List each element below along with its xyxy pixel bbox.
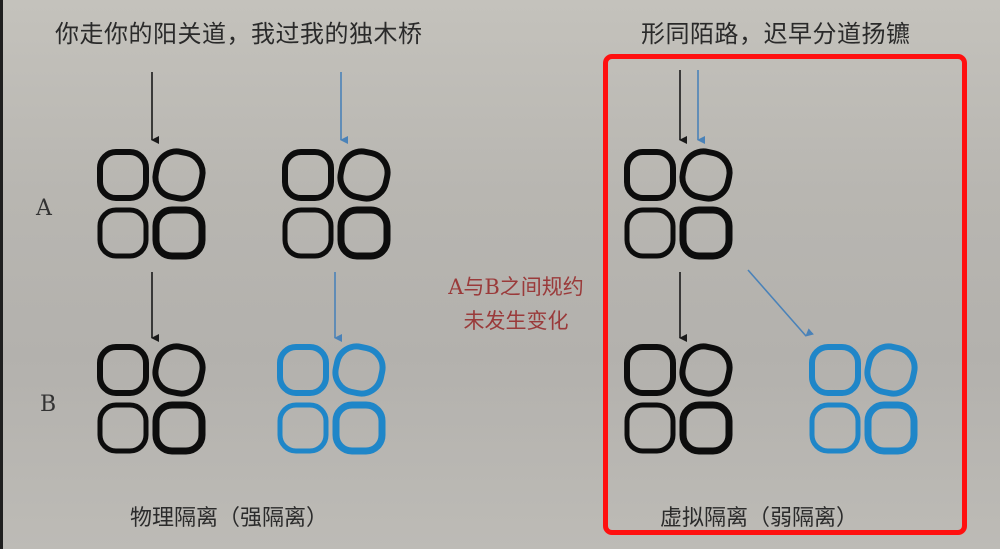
isolation-diagram: [3, 70, 1000, 549]
node-group-physical-a-left: [100, 148, 206, 256]
caption-physical-isolation: 物理隔离（强隔离）: [130, 506, 329, 531]
node-group-virtual-b-black: [627, 343, 733, 451]
node-group-virtual-a: [627, 148, 733, 256]
left-title: 你走你的阳关道，我过我的独木桥: [55, 20, 423, 48]
caption-virtual-isolation: 虚拟隔离（弱隔离）: [660, 506, 859, 531]
row-label-a: A: [36, 196, 52, 221]
node-group-physical-a-right: [285, 148, 391, 256]
center-note-line1: A与B之间规约: [448, 275, 584, 299]
center-note: A与B之间规约 未发生变化: [421, 270, 611, 338]
node-group-physical-b-left: [100, 343, 206, 451]
node-group-virtual-b-blue: [812, 343, 918, 451]
row-label-b: B: [40, 392, 57, 417]
node-group-physical-b-right: [280, 343, 386, 451]
slide: 你走你的阳关道，我过我的独木桥 形同陌路，迟早分道扬镳 A B A与B之间规约 …: [3, 0, 1000, 549]
right-title: 形同陌路，迟早分道扬镳: [641, 20, 911, 48]
arrow-diagonal-icon: [747, 269, 814, 337]
virtual-isolation-highlight-box: [603, 54, 967, 535]
center-note-line2: 未发生变化: [463, 309, 569, 333]
